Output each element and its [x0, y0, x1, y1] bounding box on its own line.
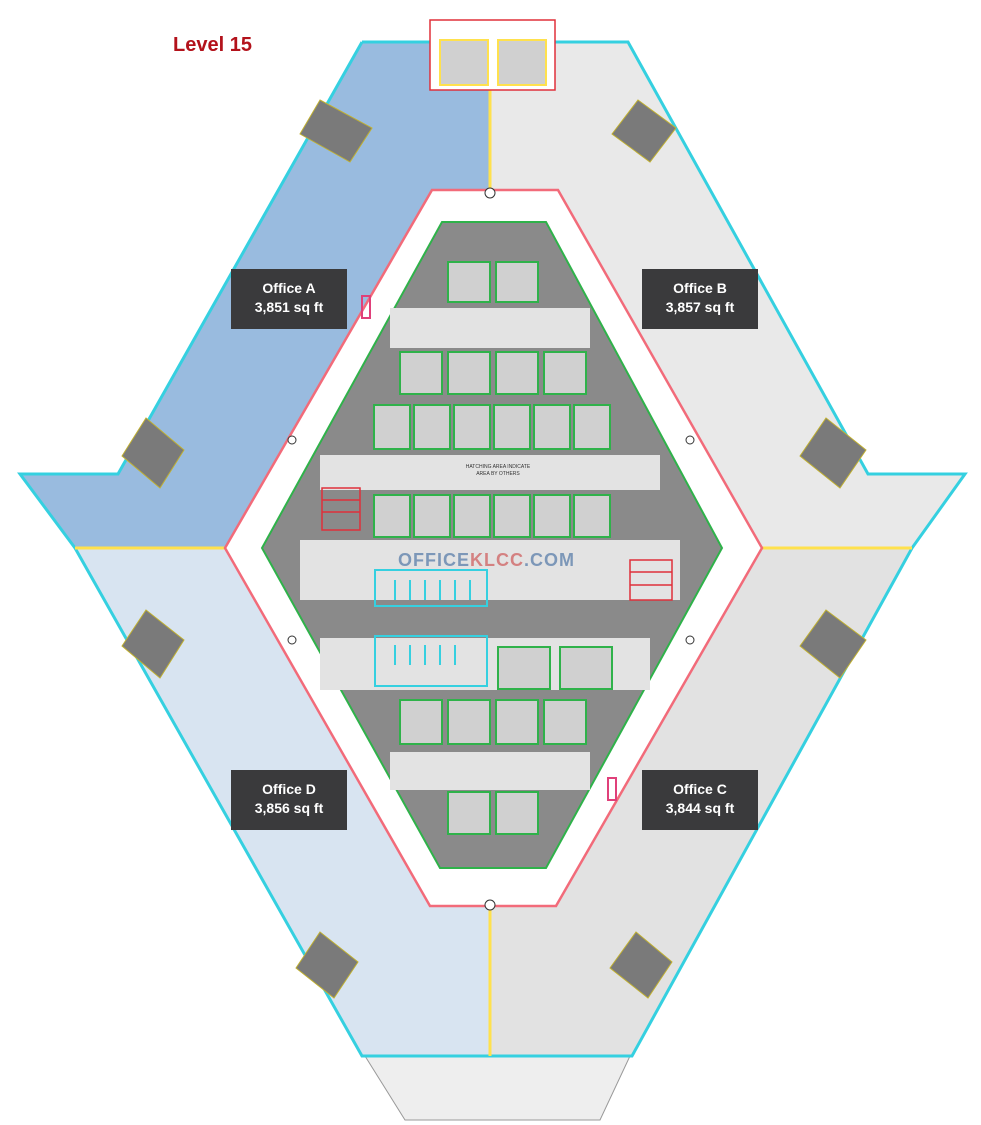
service-lift-lobby	[429, 19, 556, 91]
office-b-size: 3,857 sq ft	[665, 299, 735, 315]
office-b-name: Office B	[673, 280, 727, 296]
washroom-north	[374, 569, 488, 607]
office-b-label[interactable]: Office B 3,857 sq ft	[642, 269, 758, 329]
watermark: OFFICEKLCC.COM	[398, 550, 575, 571]
core-corridor-mid	[300, 540, 680, 600]
watermark-part-2: KLCC	[470, 550, 524, 570]
washroom-south	[374, 635, 488, 687]
structural-columns	[121, 99, 867, 999]
building-entrance	[364, 1055, 631, 1121]
watermark-part-3: .COM	[524, 550, 575, 570]
watermark-part-1: OFFICE	[398, 550, 470, 570]
office-d-size: 3,856 sq ft	[254, 800, 324, 816]
lift-bank-6	[399, 699, 587, 745]
office-c-name: Office C	[673, 781, 727, 797]
lift-bank-2	[399, 351, 587, 395]
core-hatching-note: HATCHING AREA INDICATE AREA BY OTHERS	[465, 464, 531, 477]
office-a-size: 3,851 sq ft	[254, 299, 324, 315]
office-c-label[interactable]: Office C 3,844 sq ft	[642, 770, 758, 830]
office-c-size: 3,844 sq ft	[665, 800, 735, 816]
office-a-label[interactable]: Office A 3,851 sq ft	[231, 269, 347, 329]
core-lobby-north	[390, 308, 590, 348]
stair-west	[321, 487, 361, 531]
lift-bank-5	[497, 646, 613, 690]
core-doors	[287, 187, 695, 911]
facade-outline	[17, 40, 968, 1058]
lift-bank-4	[373, 494, 611, 538]
stair-east	[629, 559, 673, 601]
lift-bank-3	[373, 404, 611, 450]
core-corridor-north	[320, 455, 660, 490]
office-d-name: Office D	[262, 781, 316, 797]
riser-south	[607, 777, 617, 801]
office-d-label[interactable]: Office D 3,856 sq ft	[231, 770, 347, 830]
office-a-name: Office A	[262, 280, 316, 296]
lift-bank-7	[447, 791, 539, 835]
core-lobby-south	[390, 752, 590, 790]
riser-north	[361, 295, 371, 319]
lift-bank-1	[447, 261, 539, 303]
level-title: Level 15	[173, 34, 252, 56]
